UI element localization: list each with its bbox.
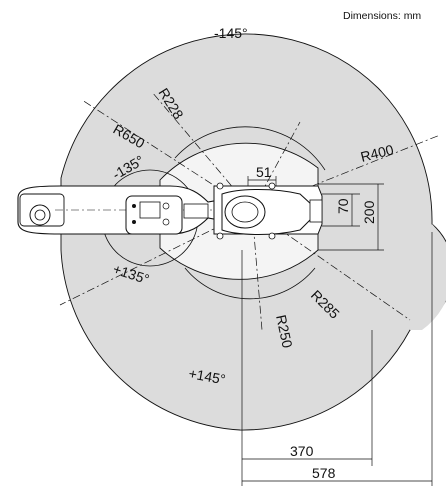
angle-label-top-outer: -145° xyxy=(214,25,248,41)
base-joint-core xyxy=(231,201,259,223)
units-note: Dimensions: mm xyxy=(343,10,421,22)
r250-arc xyxy=(184,267,316,300)
dim-578-label: 578 xyxy=(312,465,336,481)
angle-label-bottom-outer: +145° xyxy=(187,365,226,387)
dim-370-label: 370 xyxy=(290,443,314,459)
joint-bolt-1 xyxy=(162,202,170,210)
radial-line-r228 xyxy=(151,91,253,211)
base-mount-hole-tl xyxy=(216,182,224,190)
arm-joint-connector xyxy=(139,201,161,219)
outer-workspace-lobe xyxy=(410,224,446,330)
end-effector-bore xyxy=(34,209,46,221)
dim-200-label: 200 xyxy=(361,200,377,224)
radius-label-r400: R400 xyxy=(359,141,396,165)
base-mount-hole-bl xyxy=(216,232,224,240)
base-mount-hole-tr xyxy=(268,182,276,190)
joint-bolt-4 xyxy=(132,204,136,208)
base-mount-hole-br xyxy=(268,232,276,240)
r285-arc xyxy=(174,126,326,171)
joint-bolt-3 xyxy=(132,220,136,224)
dim-51-label: 51 xyxy=(256,164,272,180)
base-cable-connector xyxy=(309,199,323,223)
dim-70-label: 70 xyxy=(335,198,351,214)
joint-block-shaft xyxy=(183,203,209,219)
joint-bolt-2 xyxy=(162,218,170,226)
radius-label-r250: R250 xyxy=(273,313,296,349)
